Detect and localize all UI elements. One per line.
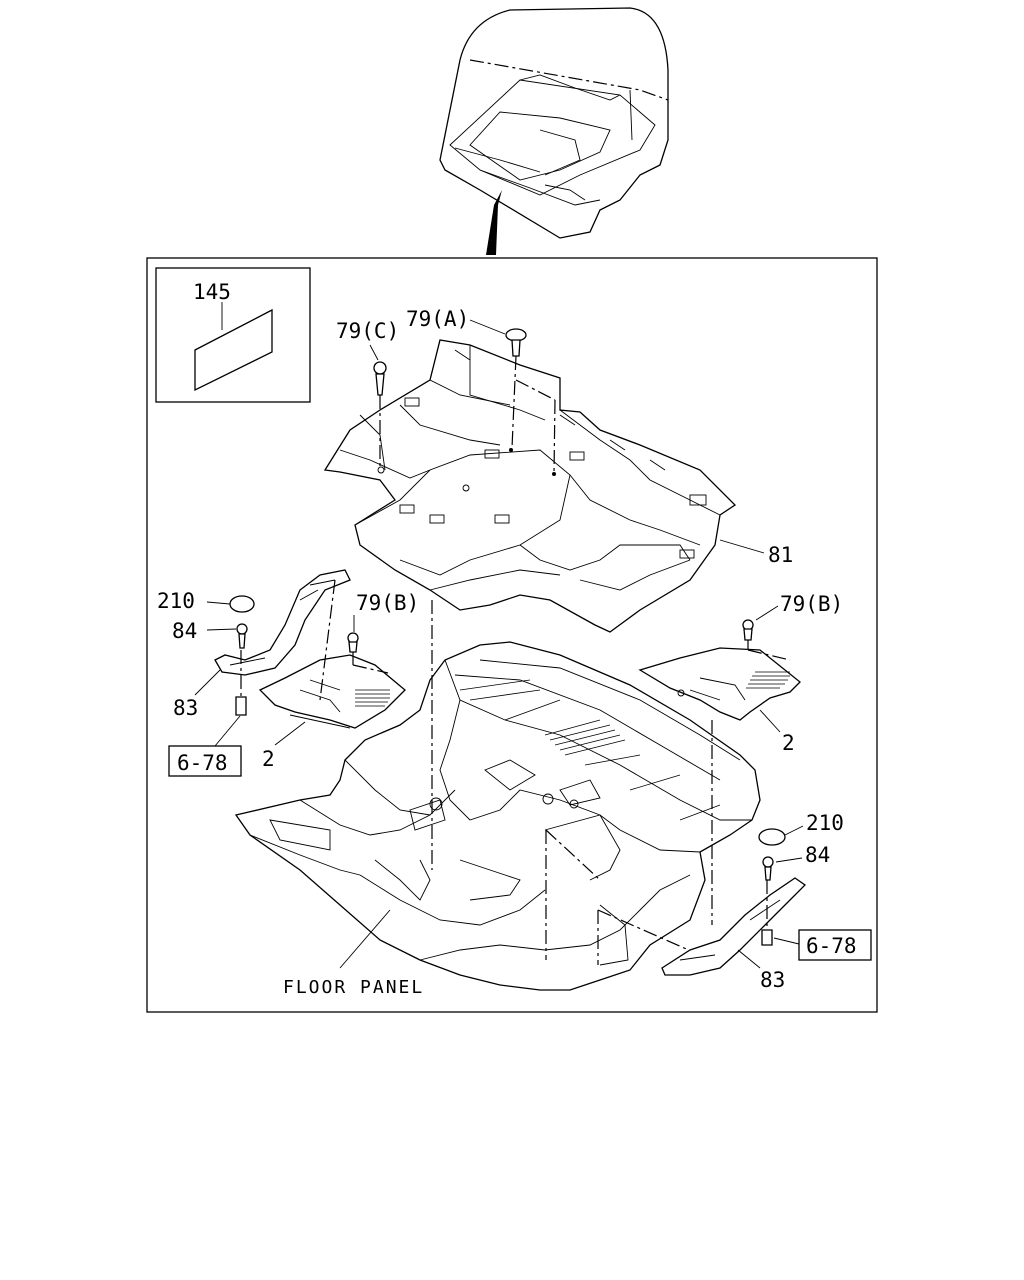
label-2-left: 2 [262, 747, 275, 771]
part-81-carpet [323, 339, 737, 633]
screw-84-right-icon [762, 856, 774, 868]
label-145: 145 [193, 280, 231, 304]
label-floor-panel: FLOOR PANEL [283, 977, 424, 998]
label-6-78-right: 6-78 [806, 934, 857, 958]
label-79b-right: 79(B) [780, 592, 843, 616]
fasteners-upper: 79(C) 79(A) 81 [336, 307, 793, 567]
label-210-left: 210 [157, 589, 195, 613]
label-84-right: 84 [805, 843, 830, 867]
part-83-right: 210 84 6-78 83 [661, 811, 872, 992]
ref-box-6-78-left [168, 745, 242, 777]
plug-210-right-icon [758, 828, 786, 846]
part-2-left-mat: 79(B) 2 [258, 591, 419, 771]
label-6-78-left: 6-78 [177, 751, 228, 775]
label-79c: 79(C) [336, 319, 399, 343]
ref-box-6-78-right [798, 929, 872, 961]
label-83-left: 83 [173, 696, 198, 720]
vehicle-overview [439, 7, 669, 255]
part-2-right-mat: 79(B) 2 [638, 592, 843, 755]
screw-79c-icon [373, 361, 387, 375]
label-83-right: 83 [760, 968, 785, 992]
label-84-left: 84 [172, 619, 197, 643]
diagram-frame [146, 257, 878, 1013]
screw-84-left-icon [236, 623, 248, 635]
part-83-left: 210 84 83 6-78 [157, 569, 351, 777]
inset-145: 145 [155, 267, 311, 403]
label-210-right: 210 [806, 811, 844, 835]
plug-210-left-icon [229, 595, 255, 613]
label-79b-left: 79(B) [356, 591, 419, 615]
pointer-arrow [486, 190, 502, 255]
floor-panel: FLOOR PANEL [234, 641, 761, 998]
label-2-right: 2 [782, 731, 795, 755]
clip-79a-icon [505, 328, 527, 342]
alignment-lines [319, 579, 713, 965]
label-79a: 79(A) [406, 307, 469, 331]
label-81: 81 [768, 543, 793, 567]
